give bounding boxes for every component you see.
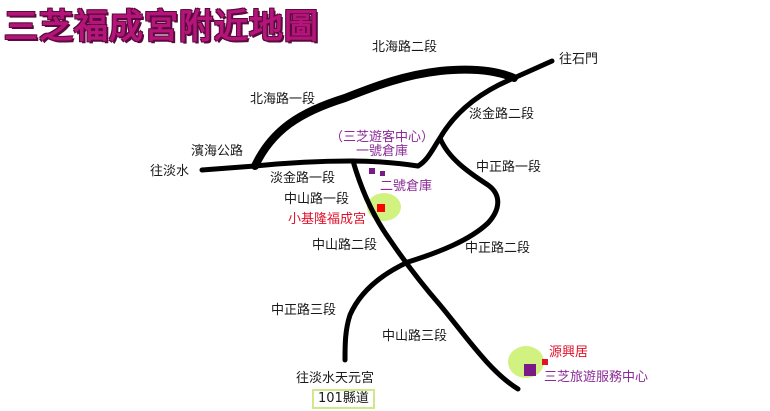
yuanxing-marker (542, 359, 548, 365)
label-to-tianyuan: 往淡水天元宮 (296, 371, 375, 386)
road-zhongshan (350, 158, 521, 392)
label-to-shimen: 往石門 (559, 52, 599, 67)
service-center-marker (524, 364, 536, 376)
label-beihai-1: 北海路一段 (250, 92, 316, 107)
label-zhongzheng-2: 中正路二段 (465, 241, 531, 256)
label-danjin-2: 淡金路二段 (469, 107, 535, 122)
label-binhai: 濱海公路 (191, 144, 244, 159)
label-zhongzheng-1: 中正路一段 (476, 160, 542, 175)
map-title: 三芝福成宮附近地圖 (4, 7, 319, 47)
road-beihai (251, 65, 518, 170)
temple-marker (377, 204, 385, 212)
road-zhongzheng (405, 135, 501, 265)
road-zhongzheng-3 (342, 259, 411, 363)
label-zhongshan-2: 中山路二段 (312, 238, 378, 253)
county-road-badge: 101縣道 (312, 389, 375, 410)
label-warehouse-2: 二號倉庫 (380, 179, 433, 194)
label-danjin-1: 淡金路一段 (270, 171, 336, 186)
label-zhongzheng-3: 中正路三段 (271, 303, 337, 318)
road-danjin-1 (199, 158, 421, 173)
label-fucheng-temple: 小基隆福成宮 (288, 212, 367, 227)
road-to-shimen (511, 58, 555, 81)
warehouse-1-marker (369, 168, 375, 174)
warehouse-2-marker (380, 171, 385, 176)
label-beihai-2: 北海路二段 (372, 40, 438, 55)
label-yuanxing: 源興居 (549, 345, 589, 360)
label-to-tamsui: 往淡水 (150, 164, 190, 179)
label-service-center: 三芝旅遊服務中心 (544, 370, 649, 385)
label-zhongshan-3: 中山路三段 (382, 329, 448, 344)
label-warehouse-1: 一號倉庫 (356, 144, 409, 159)
label-visitor-center: （三芝遊客中心） (330, 130, 435, 145)
road-danjin-2 (415, 75, 517, 169)
label-zhongshan-1: 中山路一段 (284, 192, 350, 207)
